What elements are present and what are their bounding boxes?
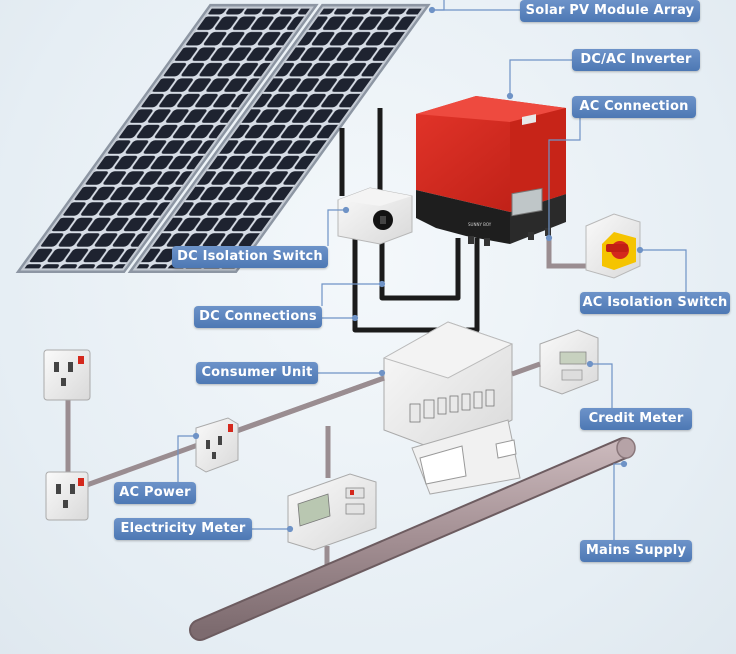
label-electricity-meter: Electricity Meter (114, 518, 252, 540)
electricity-meter (287, 473, 377, 551)
label-dc-ac-inverter: DC/AC Inverter (572, 49, 700, 71)
leader-lines (177, 0, 687, 540)
ac-connection-cable (546, 236, 592, 269)
socket-middle (195, 417, 239, 473)
label-dc-isolation-switch: DC Isolation Switch (172, 246, 328, 268)
solar-pv-array (15, 3, 431, 274)
mains-supply-pipe (189, 437, 636, 641)
label-ac-power: AC Power (114, 482, 196, 504)
label-solar-pv-module-array: Solar PV Module Array (520, 0, 700, 22)
dc-ac-inverter: SUNNY BOY (416, 96, 566, 246)
dc-isolation-switch (337, 187, 413, 245)
ac-isolation-switch (585, 213, 641, 279)
label-consumer-unit: Consumer Unit (196, 362, 318, 384)
label-credit-meter: Credit Meter (580, 408, 692, 430)
label-ac-connection: AC Connection (572, 96, 696, 118)
socket-bottom (45, 471, 89, 521)
socket-top (43, 349, 91, 401)
svg-text:SUNNY BOY: SUNNY BOY (468, 222, 492, 227)
label-dc-connections: DC Connections (194, 306, 322, 328)
dc-cables (339, 108, 480, 333)
consumer-unit (382, 321, 521, 495)
label-ac-isolation-switch: AC Isolation Switch (580, 292, 730, 314)
label-mains-supply: Mains Supply (580, 540, 692, 562)
credit-meter (539, 329, 599, 395)
